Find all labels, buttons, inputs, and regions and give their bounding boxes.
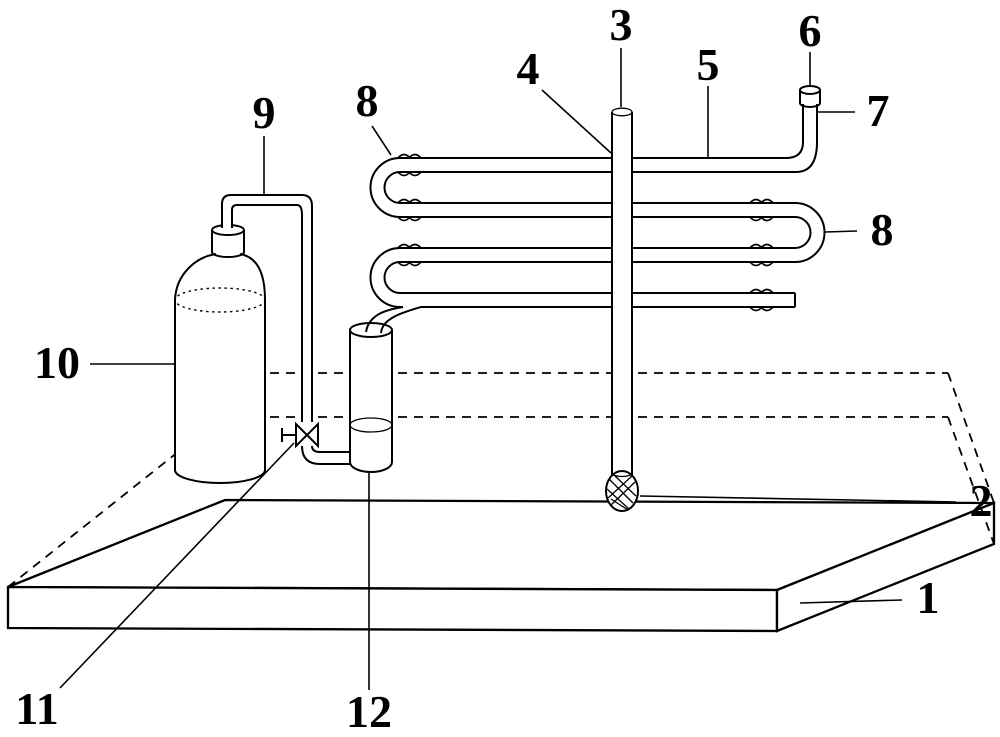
leader-8-right [824, 230, 858, 233]
inlet-port [785, 85, 821, 173]
trap-liquid-level [349, 417, 393, 433]
label-10: 10 [34, 337, 80, 388]
trap-bottom [349, 461, 393, 473]
inlet-tube [785, 104, 804, 159]
leader-11 [59, 442, 295, 689]
label-3: 3 [610, 0, 633, 50]
trap-mouth [349, 322, 393, 338]
label-5: 5 [697, 39, 720, 90]
label-7: 7 [867, 85, 890, 136]
label-1: 1 [917, 572, 940, 623]
label-6: 6 [799, 5, 822, 56]
label-12: 12 [346, 686, 392, 737]
leader-8-left [371, 125, 392, 156]
delivery-tube-mouth [611, 107, 633, 117]
cylinder-weld-line [174, 287, 266, 313]
part-labels: 1 2 3 4 5 6 7 8 8 9 10 11 12 [15, 0, 992, 737]
plate-front-face [6, 585, 779, 633]
label-11: 11 [15, 683, 58, 734]
cylinder-bottom [174, 469, 266, 484]
coil-to-trap-elbow [365, 306, 404, 333]
delivery-tube [611, 107, 633, 476]
cylinder-shoulder [174, 253, 217, 301]
label-8-left: 8 [356, 75, 379, 126]
leader-2 [639, 495, 957, 503]
u-bend-right [794, 202, 826, 263]
sparger-hatch [606, 473, 637, 511]
cylinder-cap [211, 224, 245, 258]
label-9: 9 [253, 87, 276, 138]
coil-collars [397, 153, 774, 312]
serpentine-coil [365, 153, 826, 334]
valve [281, 421, 351, 465]
u-bend-left-bottom [369, 247, 401, 308]
leader-lines [59, 48, 957, 690]
supply-tube [221, 194, 313, 424]
leader-1 [799, 599, 903, 604]
u-bend-left-top [369, 157, 401, 218]
base-plate [6, 372, 996, 633]
label-2: 2 [970, 475, 993, 526]
leader-4 [541, 89, 612, 154]
label-8-right: 8 [871, 204, 894, 255]
gas-cylinder [174, 224, 266, 484]
sparger [605, 470, 639, 512]
label-4: 4 [517, 43, 540, 94]
trap-vessel [349, 322, 393, 473]
